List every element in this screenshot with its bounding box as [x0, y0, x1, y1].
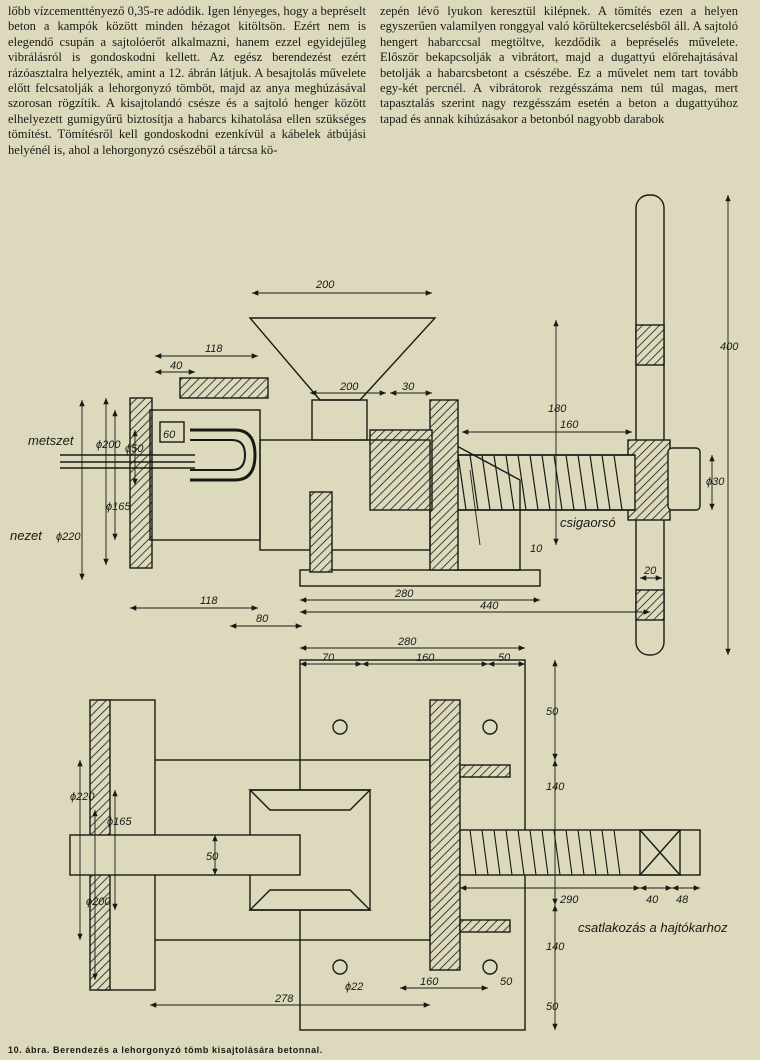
dim-40: 40	[170, 360, 183, 372]
dim-40-plan: 40	[646, 894, 659, 906]
body-text-left: lőbb vízcementtényező 0,35-re adódik. Ig…	[8, 4, 366, 157]
text-column-right: zepén lévő lyukon keresztül kilépnek. A …	[380, 4, 738, 127]
label-csigaorso: csigaorsó	[560, 515, 616, 530]
dim-70: 70	[322, 652, 335, 664]
dim-280-top: 280	[394, 588, 414, 600]
plan-view	[69, 645, 701, 1031]
dim-phi200-plan: ϕ200	[86, 896, 111, 908]
body-text-right: zepén lévő lyukon keresztül kilépnek. A …	[380, 4, 738, 126]
dim-phi165-plan: ϕ165	[107, 816, 132, 828]
dim-phi200-top: ϕ200	[96, 439, 121, 451]
dim-200-top: 200	[315, 279, 335, 291]
figure-caption: 10. ábra. Berendezés a lehorgonyzó tömb …	[8, 1045, 323, 1055]
dim-phi50: ϕ50	[125, 443, 144, 455]
dim-phi165-top: ϕ165	[106, 501, 131, 513]
dim-140-plan-b: 140	[546, 941, 565, 953]
dim-400: 400	[720, 341, 739, 353]
label-metszet: metszet	[28, 433, 75, 448]
dim-50-plan-a: 50	[498, 652, 511, 664]
dim-phi22: ϕ22	[345, 981, 363, 993]
dim-160-plan: 160	[416, 652, 435, 664]
label-nezet: nezet	[10, 528, 43, 543]
dim-50-plan-e: 50	[546, 1001, 559, 1013]
dim-30: 30	[402, 381, 415, 393]
section-view	[60, 194, 731, 656]
dim-50-plan-d: 50	[500, 976, 513, 988]
dim-phi220-plan: ϕ220	[70, 791, 95, 803]
dim-280-plan: 280	[397, 636, 417, 648]
text-column-left: lőbb vízcementtényező 0,35-re adódik. Ig…	[8, 4, 366, 158]
dim-48: 48	[676, 894, 689, 906]
dim-50-plan-b: 50	[546, 706, 559, 718]
dim-60: 60	[163, 429, 176, 441]
dim-118-top: 118	[205, 343, 223, 355]
dim-80: 80	[256, 613, 269, 625]
dim-phi220-top: ϕ220	[56, 531, 81, 543]
dim-20: 20	[643, 565, 657, 577]
dim-160-top: 160	[560, 419, 579, 431]
dim-200-mid: 200	[339, 381, 359, 393]
dim-10: 10	[530, 543, 543, 555]
dim-180: 180	[548, 403, 567, 415]
dim-440: 440	[480, 600, 499, 612]
dim-118-bottom: 118	[200, 595, 218, 607]
label-csatlakozas: csatlakozás a hajtókarhoz	[578, 920, 728, 935]
dim-160-plan-b: 160	[420, 976, 439, 988]
dim-50-plan-c: 50	[206, 851, 219, 863]
dim-140-plan-a: 140	[546, 781, 565, 793]
dim-phi30: ϕ30	[706, 476, 725, 488]
dim-278: 278	[274, 993, 294, 1005]
dim-290: 290	[559, 894, 579, 906]
